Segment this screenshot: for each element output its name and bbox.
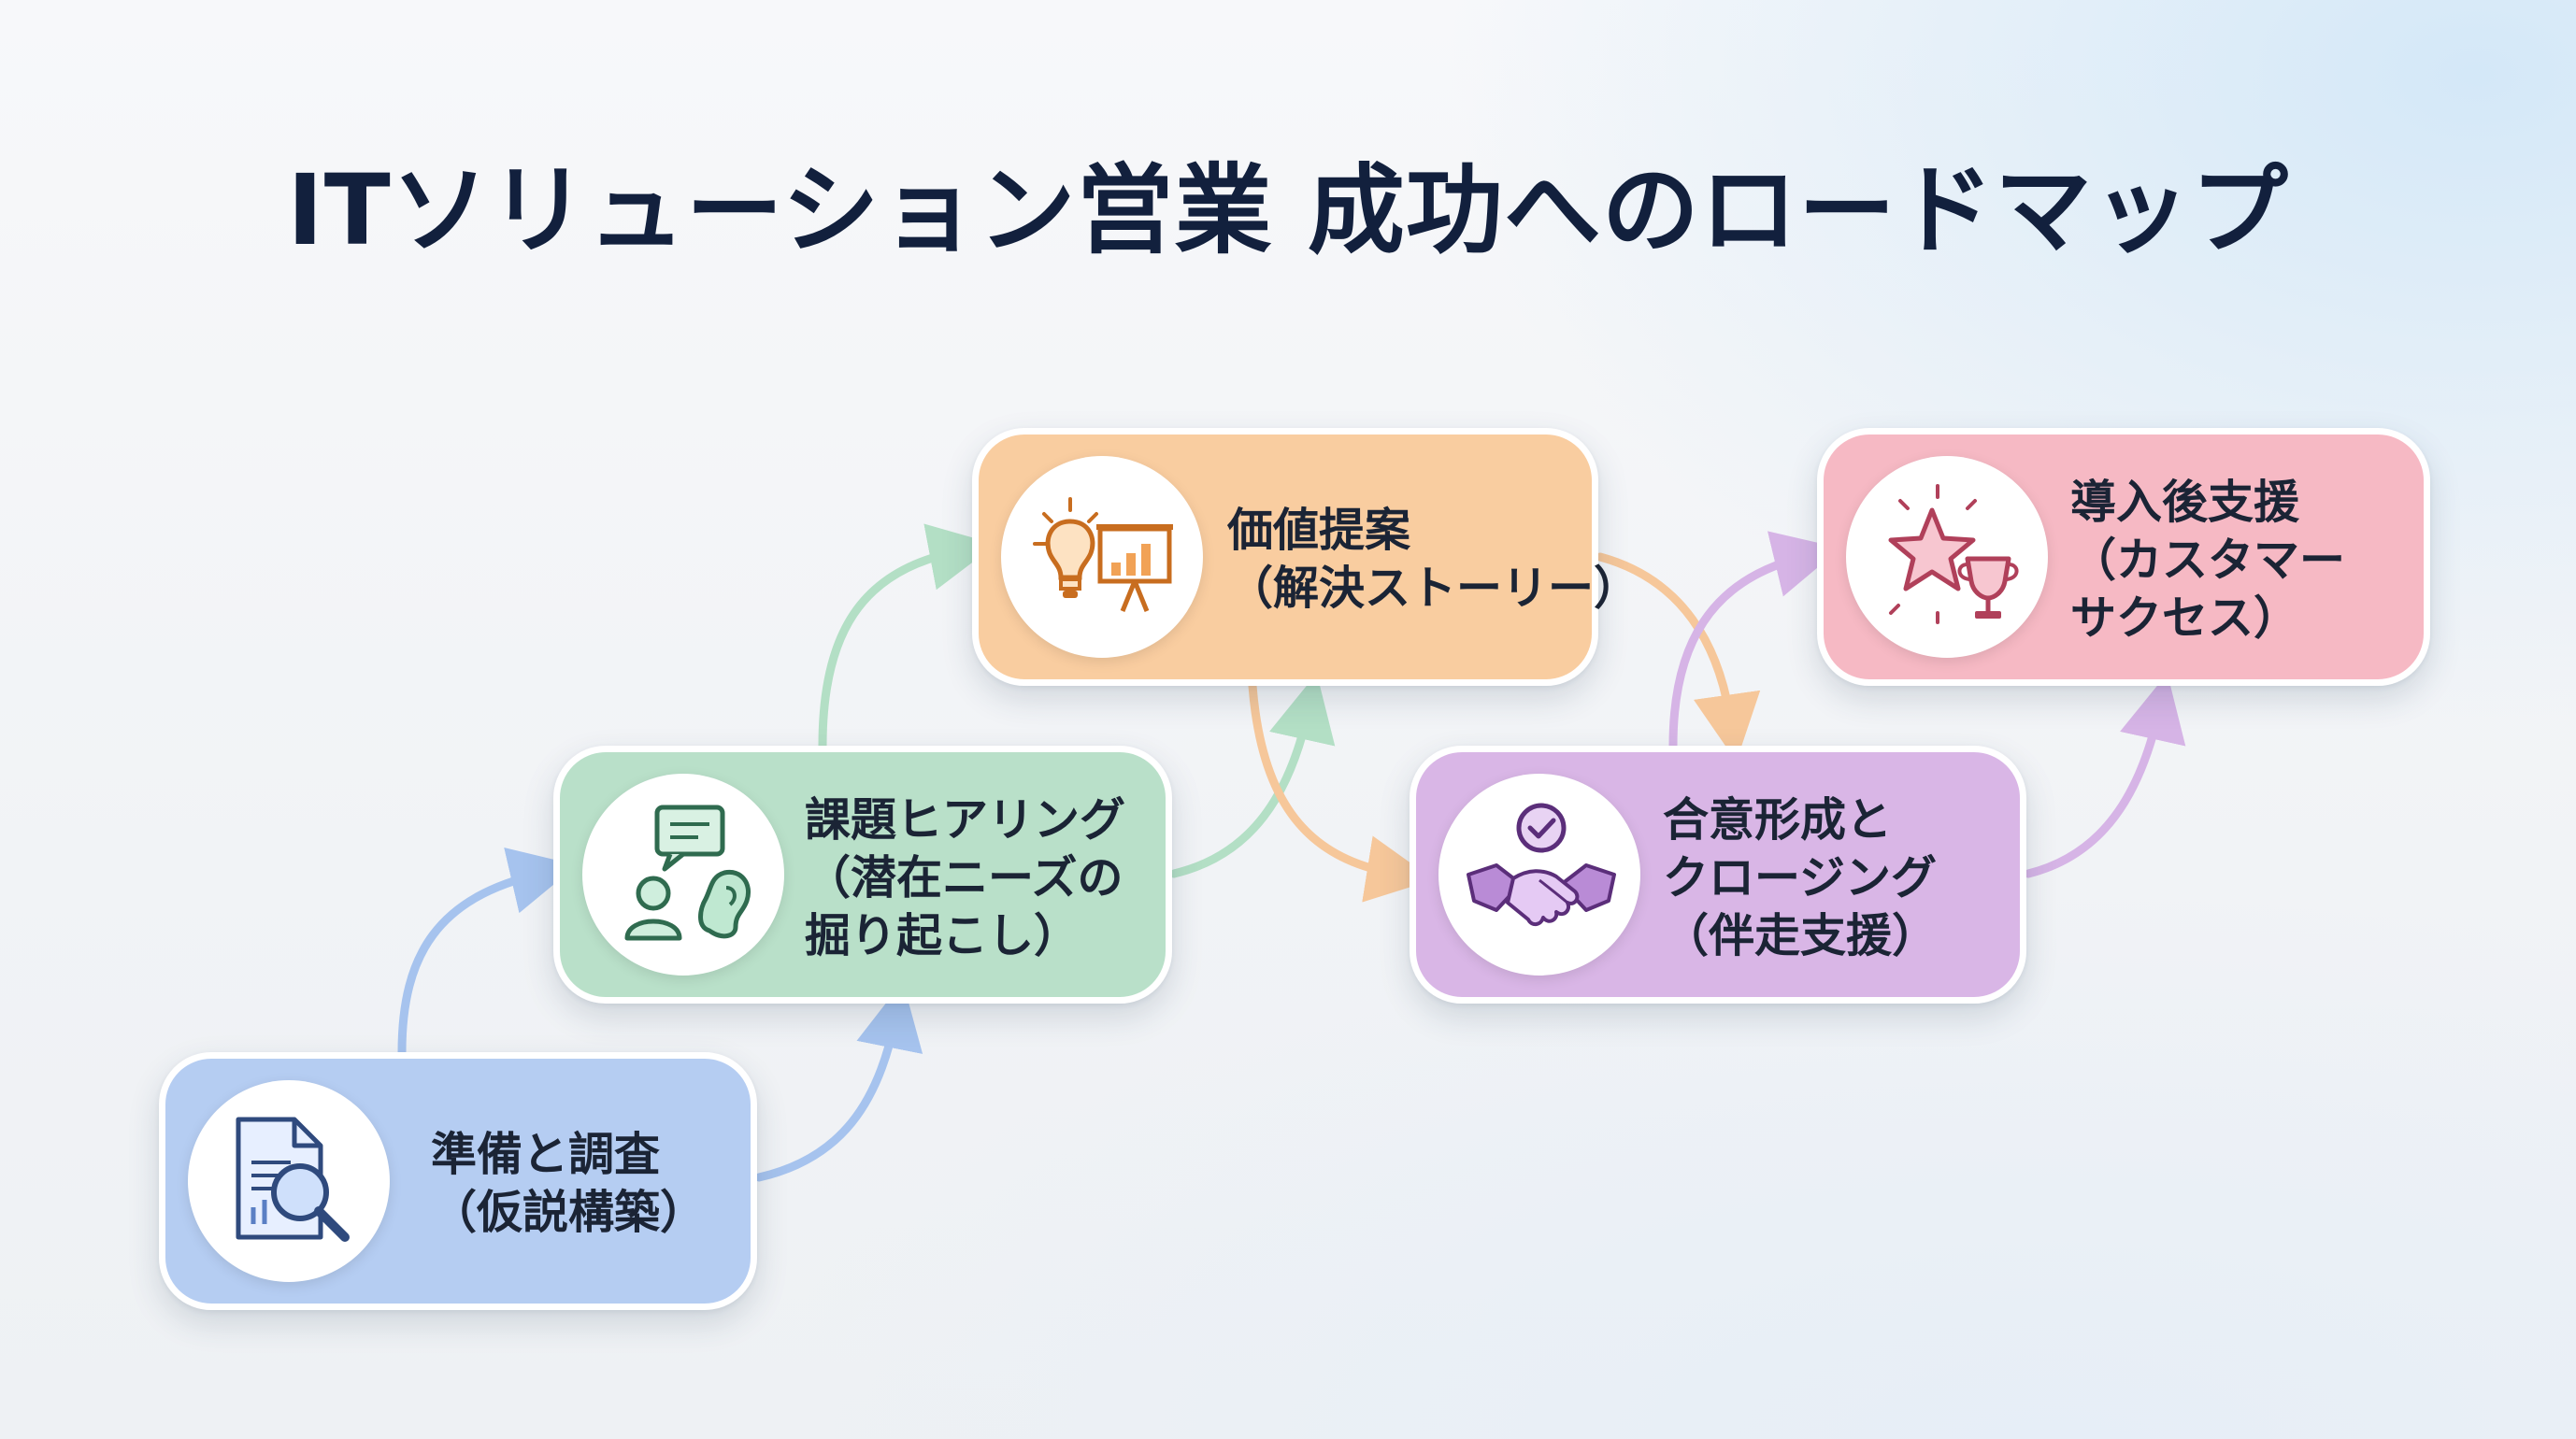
step-card-closing: 合意形成と クロージング （伴走支援） (1410, 746, 2026, 1004)
step-title: 合意形成と (1663, 793, 1893, 847)
step-subtitle: サクセス） (2070, 591, 2300, 645)
step-title: 準備と調査 (431, 1128, 661, 1181)
speech-ear-icon (582, 774, 784, 976)
arrow-step4-to-step5-left (1668, 531, 1841, 750)
step-title: 課題ヒアリング (805, 793, 1126, 847)
step-subtitle: （仮説構築） (431, 1186, 707, 1239)
handshake-check-icon (1438, 774, 1640, 976)
step-subtitle: （解決ストーリー） (1227, 562, 1640, 615)
arrow-step4-to-step5-right (2024, 673, 2186, 878)
page-title: ITソリューション営業 成功へのロードマップ (287, 153, 2289, 267)
star-trophy-icon (1846, 456, 2048, 658)
step-card-customer-success: 導入後支援 （カスタマー サクセス） (1817, 428, 2430, 686)
lightbulb-presentation-icon (1001, 456, 1203, 658)
step-title: 価値提案 (1227, 504, 1411, 557)
arrow-step3-to-step4-left (1248, 681, 1434, 903)
step-subtitle: （伴走支援） (1663, 909, 1939, 962)
step-card-hearing: 課題ヒアリング （潜在ニーズの 掘り起こし） (553, 746, 1172, 1004)
step-subtitle: クロージング (1663, 851, 1938, 905)
arrow-step1-to-step2-left (397, 848, 578, 1057)
arrow-step2-to-step3-right (1169, 673, 1336, 878)
step-card-preparation: 準備と調査 （仮説構築） (159, 1052, 757, 1310)
arrow-step3-to-step4-right (1596, 552, 1761, 762)
step-title: 導入後支援 (2070, 476, 2300, 529)
step-card-value-proposal: 価値提案 （解決ストーリー） (972, 428, 1639, 686)
arrow-step1-to-step2-right (754, 981, 923, 1182)
document-magnifier-icon (188, 1080, 390, 1282)
step-subtitle: （カスタマー (2070, 534, 2346, 587)
step-subtitle: 掘り起こし） (805, 909, 1080, 962)
step-subtitle: （潜在ニーズの (805, 851, 1123, 905)
arrow-step2-to-step3-left (818, 523, 996, 750)
